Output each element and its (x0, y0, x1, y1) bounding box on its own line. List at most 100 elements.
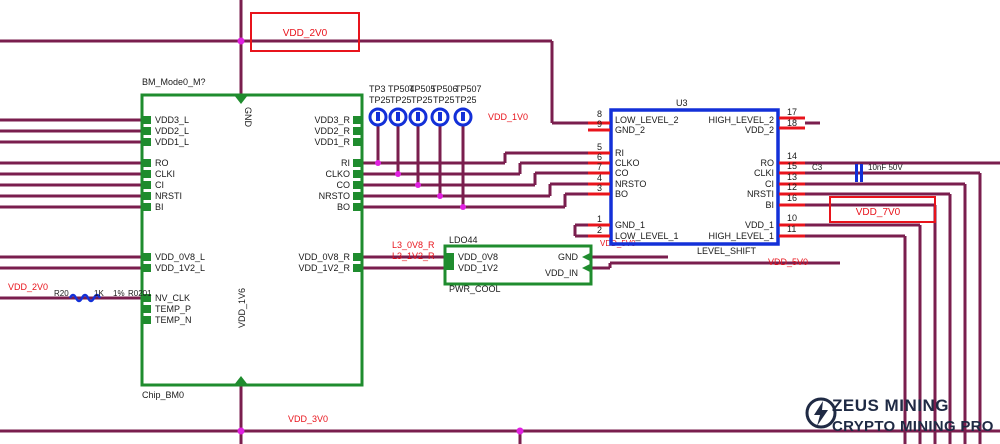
u3-pin-number: 12 (787, 182, 797, 192)
chip-left-pin-label: VDD2_L (155, 126, 189, 136)
chip-right-pin-label: VDD_1V2_R (298, 263, 350, 273)
net-label-vdd-2v0: VDD_2V0 (283, 28, 328, 39)
chip-left-pin-label: NRSTI (155, 191, 182, 201)
vdd-2v0-net-box (250, 12, 360, 52)
chip-right-pin-label: VDD1_R (314, 137, 350, 147)
testpoint-value: TP25 (433, 95, 455, 105)
ldo-right-pin-label: GND (558, 252, 579, 262)
net-label-vdd-3v0: VDD_3V0 (288, 414, 328, 424)
chip-left-pin-label: BI (155, 202, 164, 212)
chip-left-pin-label: CI (155, 180, 164, 190)
watermark-line1: ZEUS MINING (832, 396, 949, 415)
u3-pin-name: RO (761, 158, 775, 168)
net-label-l3-0v8-r: L3_0V8_R (392, 240, 435, 250)
u3-pin-number: 14 (787, 151, 797, 161)
chip-bm0-body (140, 93, 364, 387)
chip-left-pin-label: RO (155, 158, 169, 168)
u3-pin-number: 6 (597, 152, 602, 162)
chip-name: Chip_BM0 (142, 390, 184, 400)
u3-pin-name: HIGH_LEVEL_2 (708, 115, 774, 125)
chip-gnd-pin-marker (234, 95, 248, 104)
chip-left-pin-label: TEMP_P (155, 304, 191, 314)
vdd-7v0-net-box (829, 196, 936, 223)
u3-pin-number: 9 (597, 119, 602, 129)
chip-left-pin-label: VDD3_L (155, 115, 189, 125)
u3-pin-number: 11 (787, 224, 796, 234)
u3-pin-name: CLKO (615, 158, 640, 168)
u3-pin-name: HIGH_LEVEL_1 (708, 231, 774, 241)
chip-right-pin-label: CLKO (325, 169, 350, 179)
chip-vdd16-pin-marker (234, 376, 248, 385)
chip-right-pin-label: CO (337, 180, 351, 190)
u3-pin-number: 4 (597, 173, 602, 183)
testpoint-value: TP25 (369, 95, 391, 105)
chip-left-pin-markers (143, 116, 151, 324)
testpoint-ref: TP505 (409, 84, 436, 94)
net-label-vdd-5v0: VDD_5V0 (768, 257, 808, 267)
u3-pin-number: 8 (597, 109, 602, 119)
u3-pin-name: CLKI (754, 168, 774, 178)
chip-right-pin-label: NRSTO (319, 191, 350, 201)
u3-pin-number: 13 (787, 172, 797, 182)
u3-ref: U3 (676, 98, 688, 108)
net-label-vdd-1v0: VDD_1V0 (488, 112, 528, 122)
u3-pin-name: LOW_LEVEL_2 (615, 115, 679, 125)
testpoints: TP3 TP504 TP505 TP506 TP507 TP25 TP25 TP… (368, 84, 482, 127)
ldo-ref: LDO44 (449, 235, 478, 245)
chip-right-pin-label: VDD3_R (314, 115, 350, 125)
lightning-logo-icon (805, 397, 837, 429)
u3-pin-name: CO (615, 168, 629, 178)
chip-left-pin-label: VDD1_L (155, 137, 189, 147)
u3-pin-number: 17 (787, 107, 797, 117)
ldo-left-pin-label: VDD_0V8 (458, 252, 498, 262)
u3-pin-number: 18 (787, 118, 797, 128)
u3-pin-number: 7 (597, 162, 602, 172)
chip-top-pin-label: GND (243, 107, 253, 128)
testpoint-ref: TP506 (431, 84, 458, 94)
u3-pin-number: 2 (597, 225, 602, 235)
chip-ref: BM_Mode0_M? (142, 77, 206, 87)
u3-pin-name: BO (615, 189, 628, 199)
ldo-right-pin-label: VDD_IN (545, 268, 578, 278)
u3-pin-name: GND_2 (615, 125, 645, 135)
u3-pin-number: 5 (597, 142, 602, 152)
testpoint-value: TP25 (455, 95, 477, 105)
testpoint-ref: TP507 (455, 84, 482, 94)
chip-left-pin-label: CLKI (155, 169, 175, 179)
net-label-vdd-2v0-left: VDD_2V0 (8, 282, 48, 292)
resistor-r20: R20 1K 1% R0201 (54, 289, 152, 303)
u3-pin-name: GND_1 (615, 220, 645, 230)
u3-pin-number: 3 (597, 183, 602, 193)
chip-left-pin-label: VDD_0V8_L (155, 252, 205, 262)
capacitor-value: 10nF 50V (868, 163, 903, 172)
watermark: ZEUS MINING CRYPTO MINING PRO (832, 396, 994, 435)
u3-pin-number: 16 (787, 193, 797, 203)
resistor-value: 1K (94, 289, 104, 298)
u3-body (609, 108, 780, 246)
net-label-vdd-7v0: VDD_7V0 (856, 207, 901, 218)
chip-left-pin-label: NV_CLK (155, 293, 190, 303)
u3-pin-name: NRSTI (747, 189, 774, 199)
ldo44-body (443, 244, 593, 286)
capacitor-icon (855, 164, 858, 182)
resistor-package: R0201 (128, 289, 152, 298)
watermark-line2: CRYPTO MINING PRO (832, 418, 994, 435)
u3-pin-name: VDD_2 (745, 125, 774, 135)
capacitor-c3: C3 10nF 50V (812, 163, 903, 182)
u3-pin-name: RI (615, 148, 624, 158)
chip-right-pin-label: VDD2_R (314, 126, 350, 136)
u3-pin-number: 10 (787, 213, 797, 223)
capacitor-ref: C3 (812, 163, 823, 172)
u3-pin-name: CI (765, 179, 774, 189)
chip-left-pin-label: TEMP_N (155, 315, 192, 325)
testpoint-value: TP25 (390, 95, 412, 105)
testpoint-ref: TP504 (388, 84, 415, 94)
chip-right-pin-markers (353, 116, 361, 272)
chip-left-pin-label: VDD_1V2_L (155, 263, 205, 273)
u3-name: LEVEL_SHIFT (697, 246, 757, 256)
chip-right-pin-label: BO (337, 202, 350, 212)
chip-right-pin-label: VDD_0V8_R (298, 252, 350, 262)
chip-bottom-pin-label: VDD_1V6 (237, 288, 247, 328)
